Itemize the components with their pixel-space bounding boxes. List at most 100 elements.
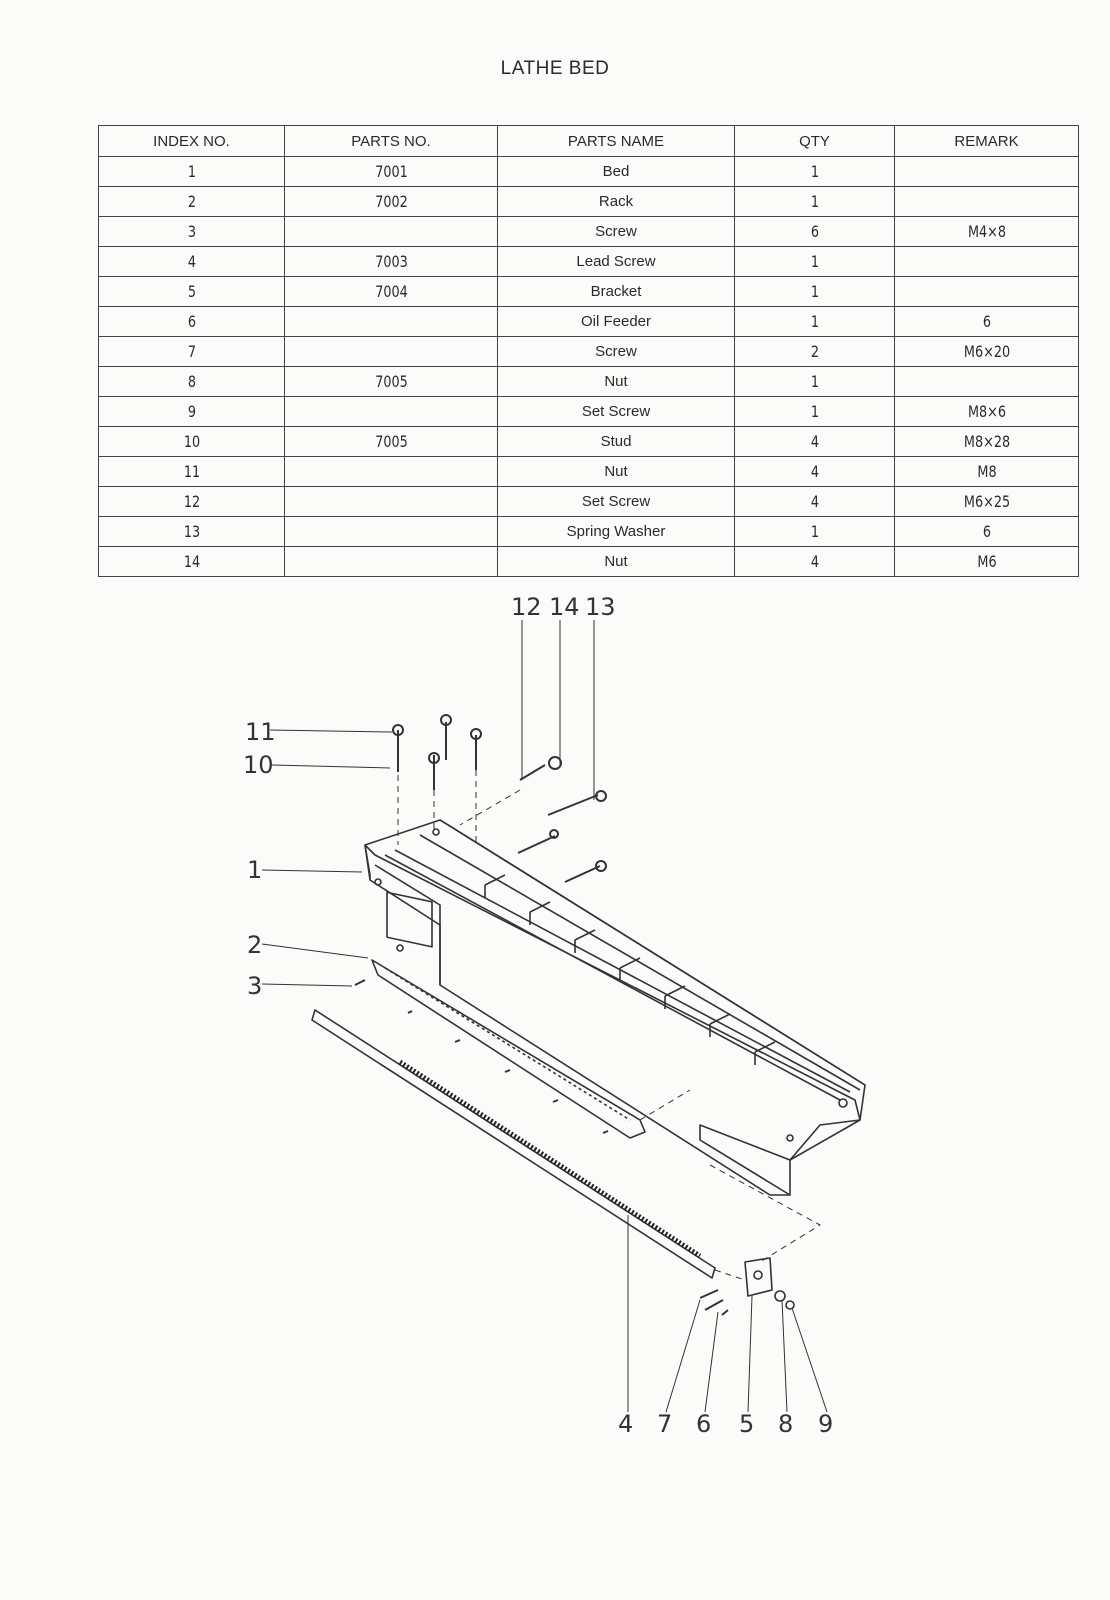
assembly-lines: [397, 770, 821, 1281]
cell-parts-no: 7002: [305, 186, 477, 217]
callout-6: 6: [696, 1410, 711, 1438]
callout-4: 4: [618, 1410, 633, 1438]
callout-3: 3: [247, 972, 262, 1000]
cell-parts-no: 7004: [305, 276, 477, 307]
cell-parts-no: [305, 516, 477, 547]
table-row: 8 7005 Nut 1: [99, 366, 1079, 397]
cell-parts-name: Nut: [497, 456, 735, 487]
bracket-illustration: [744, 1257, 795, 1310]
cell-remark: M8×6: [912, 396, 1061, 427]
cell-parts-name: Rack: [497, 186, 735, 217]
cell-qty: 4: [750, 546, 879, 577]
cell-parts-name: Nut: [497, 366, 735, 397]
cell-index-no: 10: [116, 426, 267, 457]
header-parts-name: PARTS NAME: [497, 125, 735, 157]
cell-index-no: 14: [116, 546, 267, 577]
cell-index-no: 9: [116, 396, 267, 427]
cell-remark: [912, 156, 1061, 187]
cell-qty: 1: [750, 186, 879, 217]
callout-2: 2: [247, 931, 262, 959]
leader-lines: [261, 620, 828, 1413]
cell-parts-name: Stud: [497, 426, 735, 457]
table-row: 9 Set Screw 1 M8×6: [99, 396, 1079, 427]
table-row: 2 7002 Rack 1: [99, 186, 1079, 217]
cell-parts-name: Nut: [497, 546, 735, 577]
cell-remark: [912, 276, 1061, 307]
cell-parts-no: 7005: [305, 426, 477, 457]
cell-remark: M4×8: [912, 216, 1061, 247]
table-row: 14 Nut 4 M6: [99, 546, 1079, 577]
cell-parts-name: Spring Washer: [497, 516, 735, 547]
cell-remark: M8×28: [912, 426, 1061, 457]
cell-parts-name: Set Screw: [497, 396, 735, 427]
callout-12: 12: [511, 593, 542, 621]
cell-remark: 6: [912, 306, 1061, 337]
cell-qty: 1: [750, 246, 879, 277]
callout-8: 8: [778, 1410, 793, 1438]
callout-11: 11: [245, 718, 276, 746]
cell-parts-name: Set Screw: [497, 486, 735, 517]
cell-index-no: 8: [116, 366, 267, 397]
cell-parts-name: Screw: [497, 336, 735, 367]
cell-parts-no: 7005: [305, 366, 477, 397]
cell-remark: [912, 246, 1061, 277]
header-qty: QTY: [734, 125, 895, 157]
cell-qty: 4: [750, 456, 879, 487]
callout-9: 9: [818, 1410, 833, 1438]
cell-parts-no: [305, 456, 477, 487]
header-remark: REMARK: [894, 125, 1079, 157]
fasteners-illustration: [354, 714, 729, 1316]
cell-parts-no: [305, 336, 477, 367]
table-row: 10 7005 Stud 4 M8×28: [99, 426, 1079, 457]
callout-13: 13: [585, 593, 616, 621]
cell-index-no: 12: [116, 486, 267, 517]
cell-parts-name: Bed: [497, 156, 735, 187]
cell-index-no: 11: [116, 456, 267, 487]
cell-index-no: 3: [116, 216, 267, 247]
bed-illustration: [364, 819, 866, 1196]
cell-index-no: 13: [116, 516, 267, 547]
cell-index-no: 4: [116, 246, 267, 277]
cell-parts-no: 7001: [305, 156, 477, 187]
cell-index-no: 1: [116, 156, 267, 187]
cell-remark: M6×25: [912, 486, 1061, 517]
cell-parts-no: [305, 396, 477, 427]
cell-qty: 1: [750, 366, 879, 397]
callout-7: 7: [657, 1410, 672, 1438]
cell-remark: M6: [912, 546, 1061, 577]
cell-qty: 1: [750, 276, 879, 307]
cell-remark: M8: [912, 456, 1061, 487]
callout-1: 1: [247, 856, 262, 884]
lead-screw-illustration: [311, 1009, 716, 1279]
page-title: LATHE BED: [500, 58, 610, 79]
callout-14: 14: [549, 593, 580, 621]
table-header-row: INDEX NO. PARTS NO. PARTS NAME QTY REMAR…: [98, 125, 1079, 157]
cell-remark: 6: [912, 516, 1061, 547]
parts-table: INDEX NO. PARTS NO. PARTS NAME QTY REMAR…: [98, 125, 1079, 577]
cell-parts-name: Oil Feeder: [497, 306, 735, 337]
cell-qty: 1: [750, 396, 879, 427]
cell-remark: M6×20: [912, 336, 1061, 367]
cell-qty: 4: [750, 426, 879, 457]
header-index-no: INDEX NO.: [98, 125, 285, 157]
cell-parts-no: [305, 546, 477, 577]
cell-index-no: 5: [116, 276, 267, 307]
callout-10: 10: [243, 751, 274, 779]
cell-qty: 4: [750, 486, 879, 517]
cell-index-no: 6: [116, 306, 267, 337]
table-row: 12 Set Screw 4 M6×25: [99, 486, 1079, 517]
cell-index-no: 2: [116, 186, 267, 217]
cell-parts-no: [305, 306, 477, 337]
cell-qty: 1: [750, 156, 879, 187]
cell-parts-name: Lead Screw: [497, 246, 735, 277]
cell-qty: 2: [750, 336, 879, 367]
table-row: 1 7001 Bed 1: [99, 156, 1079, 187]
cell-qty: 1: [750, 516, 879, 547]
exploded-parts-diagram: 12 14 13 11 10 1 2 3 4 7 6 5 8 9: [243, 593, 866, 1438]
table-row: 13 Spring Washer 1 6: [99, 516, 1079, 547]
